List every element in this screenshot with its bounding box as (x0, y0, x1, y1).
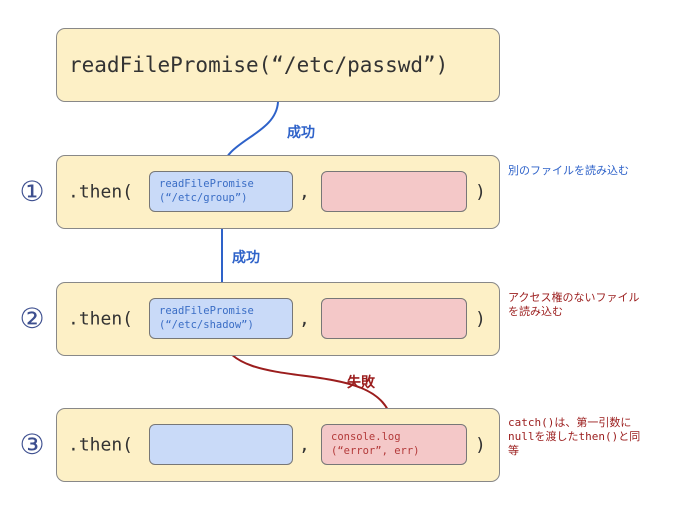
fail-handler-3-code: console.log (“error”, err) (331, 431, 420, 457)
then-block-1: .then( readFilePromise (“/etc/group”) , … (56, 155, 500, 229)
success-handler-3 (149, 424, 293, 465)
edge-label-failure: 失敗 (347, 375, 375, 391)
edge-label-success-2: 成功 (232, 250, 260, 266)
close-paren-3: ) (475, 434, 486, 456)
then-call-3: .then( (68, 434, 134, 456)
note-3-code-null: null (508, 430, 535, 443)
fail-handler-2 (321, 298, 467, 339)
initial-promise-code: readFilePromise(“/etc/passwd”) (69, 53, 449, 77)
then-block-3: .then( , console.log (“error”, err) ) (56, 408, 500, 482)
note-2-line-2: を読み込む (508, 305, 563, 318)
initial-promise-block: readFilePromise(“/etc/passwd”) (56, 28, 500, 102)
note-2: アクセス権のないファイル を読み込む (508, 291, 639, 319)
note-3-text-1: は、第一引数に (554, 416, 632, 429)
note-3-text-2: を渡した (534, 430, 579, 443)
note-3-line-1: catch()は、第一引数に (508, 416, 668, 430)
close-paren-1: ) (475, 181, 486, 203)
step-number-3: ③ (19, 428, 45, 461)
comma-2: , (299, 308, 310, 330)
note-3-code-catch: catch() (508, 416, 555, 429)
then-block-2: .then( readFilePromise (“/etc/shadow”) ,… (56, 282, 500, 356)
note-3-code-then: then() (578, 430, 619, 443)
failure-arrow-2-to-3 (221, 339, 396, 424)
note-3: catch()は、第一引数に nullを渡したthen()と同 等 (508, 416, 668, 458)
success-handler-1-code: readFilePromise (“/etc/group”) (159, 178, 254, 204)
then-call-2: .then( (68, 308, 134, 330)
close-paren-2: ) (475, 308, 486, 330)
then-call-1: .then( (68, 181, 134, 203)
fail-handler-3: console.log (“error”, err) (321, 424, 467, 465)
note-2-line-1: アクセス権のないファイル (508, 291, 640, 304)
note-3-line-3: 等 (508, 444, 519, 457)
note-1-text: 別のファイルを読み込む (508, 164, 629, 177)
fail-handler-1 (321, 171, 467, 212)
note-3-text-3: と同 (618, 430, 641, 443)
note-3-line-2: nullを渡したthen()と同 (508, 430, 668, 444)
comma-3: , (299, 434, 310, 456)
success-handler-2: readFilePromise (“/etc/shadow”) (149, 298, 293, 339)
success-handler-1: readFilePromise (“/etc/group”) (149, 171, 293, 212)
note-1: 別のファイルを読み込む (508, 164, 629, 178)
edge-label-success-1: 成功 (287, 125, 315, 141)
step-number-2: ② (19, 302, 45, 335)
success-handler-2-code: readFilePromise (“/etc/shadow”) (159, 305, 254, 331)
comma-1: , (299, 181, 310, 203)
step-number-1: ① (19, 175, 45, 208)
